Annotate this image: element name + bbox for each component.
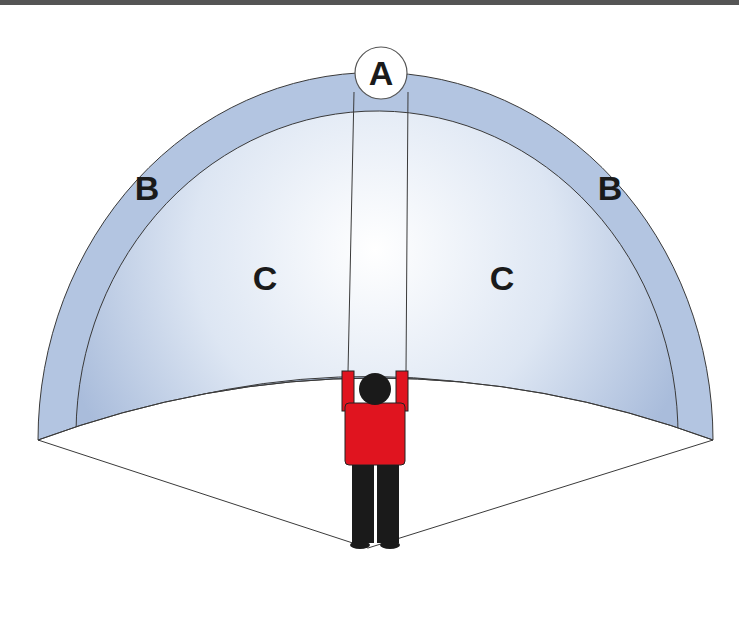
- zone-label: B: [135, 171, 160, 205]
- person: [342, 371, 408, 549]
- zone-a-line: [406, 92, 408, 372]
- zone-label: B: [598, 171, 623, 205]
- top-bar: [0, 0, 739, 5]
- zone-label: C: [253, 261, 278, 295]
- zone-letter: A: [369, 56, 394, 90]
- outer-dome: [38, 72, 713, 440]
- zone-label: C: [490, 261, 515, 295]
- zone-circle: A: [354, 46, 408, 100]
- zone-a-line: [348, 92, 354, 372]
- inner-dome: [76, 111, 678, 438]
